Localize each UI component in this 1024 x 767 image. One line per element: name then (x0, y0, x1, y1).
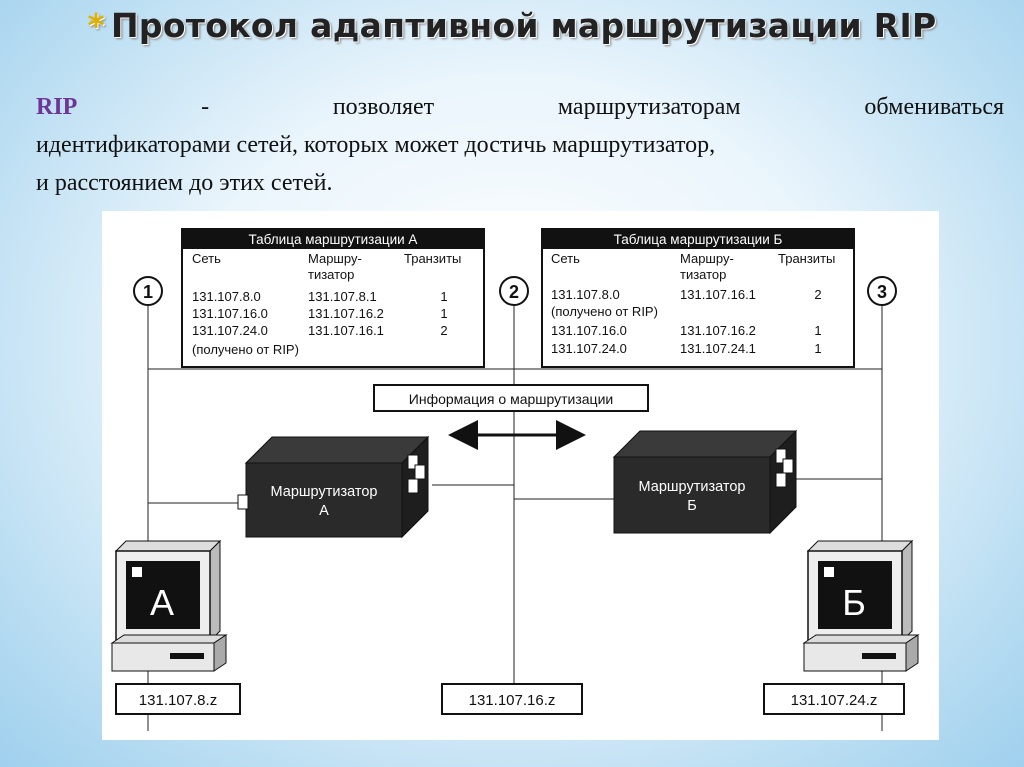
computer-a: А (110, 539, 228, 672)
routing-table-b: Таблица маршрутизации Б Сеть Маршру- тиз… (541, 228, 855, 368)
segment-3-label: 3 (877, 282, 887, 302)
address-box-middle: 131.107.16.z (441, 683, 583, 715)
table-b-header-network: Сеть (551, 251, 580, 266)
rip-network-diagram: 1 2 3 Таблица маршрутизации А Сеть Маршр… (102, 211, 939, 740)
routing-info-label: Информация о маршрутизации (373, 384, 649, 412)
table-a-r3-router: 131.107.16.1 (308, 323, 384, 338)
segment-marker-2: 2 (499, 276, 529, 306)
description-paragraph: RIP - позволяет маршрутизаторам обменива… (36, 88, 1004, 202)
address-box-left: 131.107.8.z (115, 683, 241, 715)
table-b-r3-network: 131.107.16.0 (551, 323, 627, 338)
table-b-r4-router: 131.107.24.1 (680, 341, 756, 356)
table-a-header-router-1: Маршру- (308, 251, 362, 266)
segment-marker-1: 1 (133, 276, 163, 306)
table-b-title: Таблица маршрутизации Б (614, 232, 783, 247)
description-line-1: RIP - позволяет маршрутизаторам обменива… (36, 88, 1004, 126)
table-b-header-router-1: Маршру- (680, 251, 734, 266)
address-left-text: 131.107.8.z (139, 692, 217, 709)
table-b-r1-router: 131.107.16.1 (680, 287, 756, 302)
computer-b-label: Б (842, 582, 866, 623)
table-a-note: (получено от RIP) (192, 342, 299, 357)
computer-a-label: А (150, 582, 174, 623)
table-a-r3-network: 131.107.24.0 (192, 323, 268, 338)
table-a-r3-hops: 2 (440, 323, 447, 338)
table-a-r2-network: 131.107.16.0 (192, 306, 268, 321)
routing-table-a: Таблица маршрутизации А Сеть Маршру- тиз… (181, 228, 485, 368)
diagram-canvas: 1 2 3 Таблица маршрутизации А Сеть Маршр… (110, 228, 920, 731)
slide-title: *Протокол адаптивной маршрутизации RIP (0, 6, 1024, 45)
description-line-3: и расстоянием до этих сетей. (36, 170, 333, 196)
table-b-r1-hops: 2 (814, 287, 821, 302)
router-b-label-1: Маршрутизатор (639, 479, 746, 495)
description-line-1-text: - позволяет маршрутизаторам обмениваться (201, 94, 1005, 120)
address-middle-text: 131.107.16.z (469, 692, 556, 709)
description-keyword: RIP (36, 94, 78, 120)
table-b-r3-hops: 1 (814, 323, 821, 338)
router-a-label-1: Маршрутизатор (271, 484, 378, 500)
table-b-r2-note: (получено от RIP) (551, 304, 658, 319)
segment-2-label: 2 (509, 282, 519, 302)
table-b-r3-router: 131.107.16.2 (680, 323, 756, 338)
table-a-header-router-2: тизатор (308, 267, 354, 282)
table-b-header-router-2: тизатор (680, 267, 726, 282)
table-a-r1-hops: 1 (440, 289, 447, 304)
segment-1-label: 1 (143, 282, 153, 302)
router-a-label-2: А (319, 503, 329, 519)
table-b-r1-network: 131.107.8.0 (551, 287, 620, 302)
title-bullet: * (87, 6, 105, 45)
table-b-r4-network: 131.107.24.0 (551, 341, 627, 356)
table-b-r4-hops: 1 (814, 341, 821, 356)
table-b-header-hops: Транзиты (778, 251, 835, 266)
table-a-r2-hops: 1 (440, 306, 447, 321)
router-b: Маршрутизатор Б (612, 429, 798, 535)
table-a-r1-network: 131.107.8.0 (192, 289, 261, 304)
routing-info-text: Информация о маршрутизации (409, 391, 613, 407)
table-a-title: Таблица маршрутизации А (249, 232, 418, 247)
description-line-2: идентификаторами сетей, которых может до… (36, 132, 716, 158)
computer-b: Б (802, 539, 920, 672)
address-box-right: 131.107.24.z (763, 683, 905, 715)
title-text: Протокол адаптивной маршрутизации RIP (111, 6, 937, 45)
router-a: Маршрутизатор А (237, 435, 430, 539)
table-a-r2-router: 131.107.16.2 (308, 306, 384, 321)
table-a-header-hops: Транзиты (404, 251, 461, 266)
address-right-text: 131.107.24.z (791, 692, 878, 709)
segment-marker-3: 3 (867, 276, 897, 306)
router-b-label-2: Б (687, 498, 697, 514)
table-a-r1-router: 131.107.8.1 (308, 289, 377, 304)
table-a-header-network: Сеть (192, 251, 221, 266)
